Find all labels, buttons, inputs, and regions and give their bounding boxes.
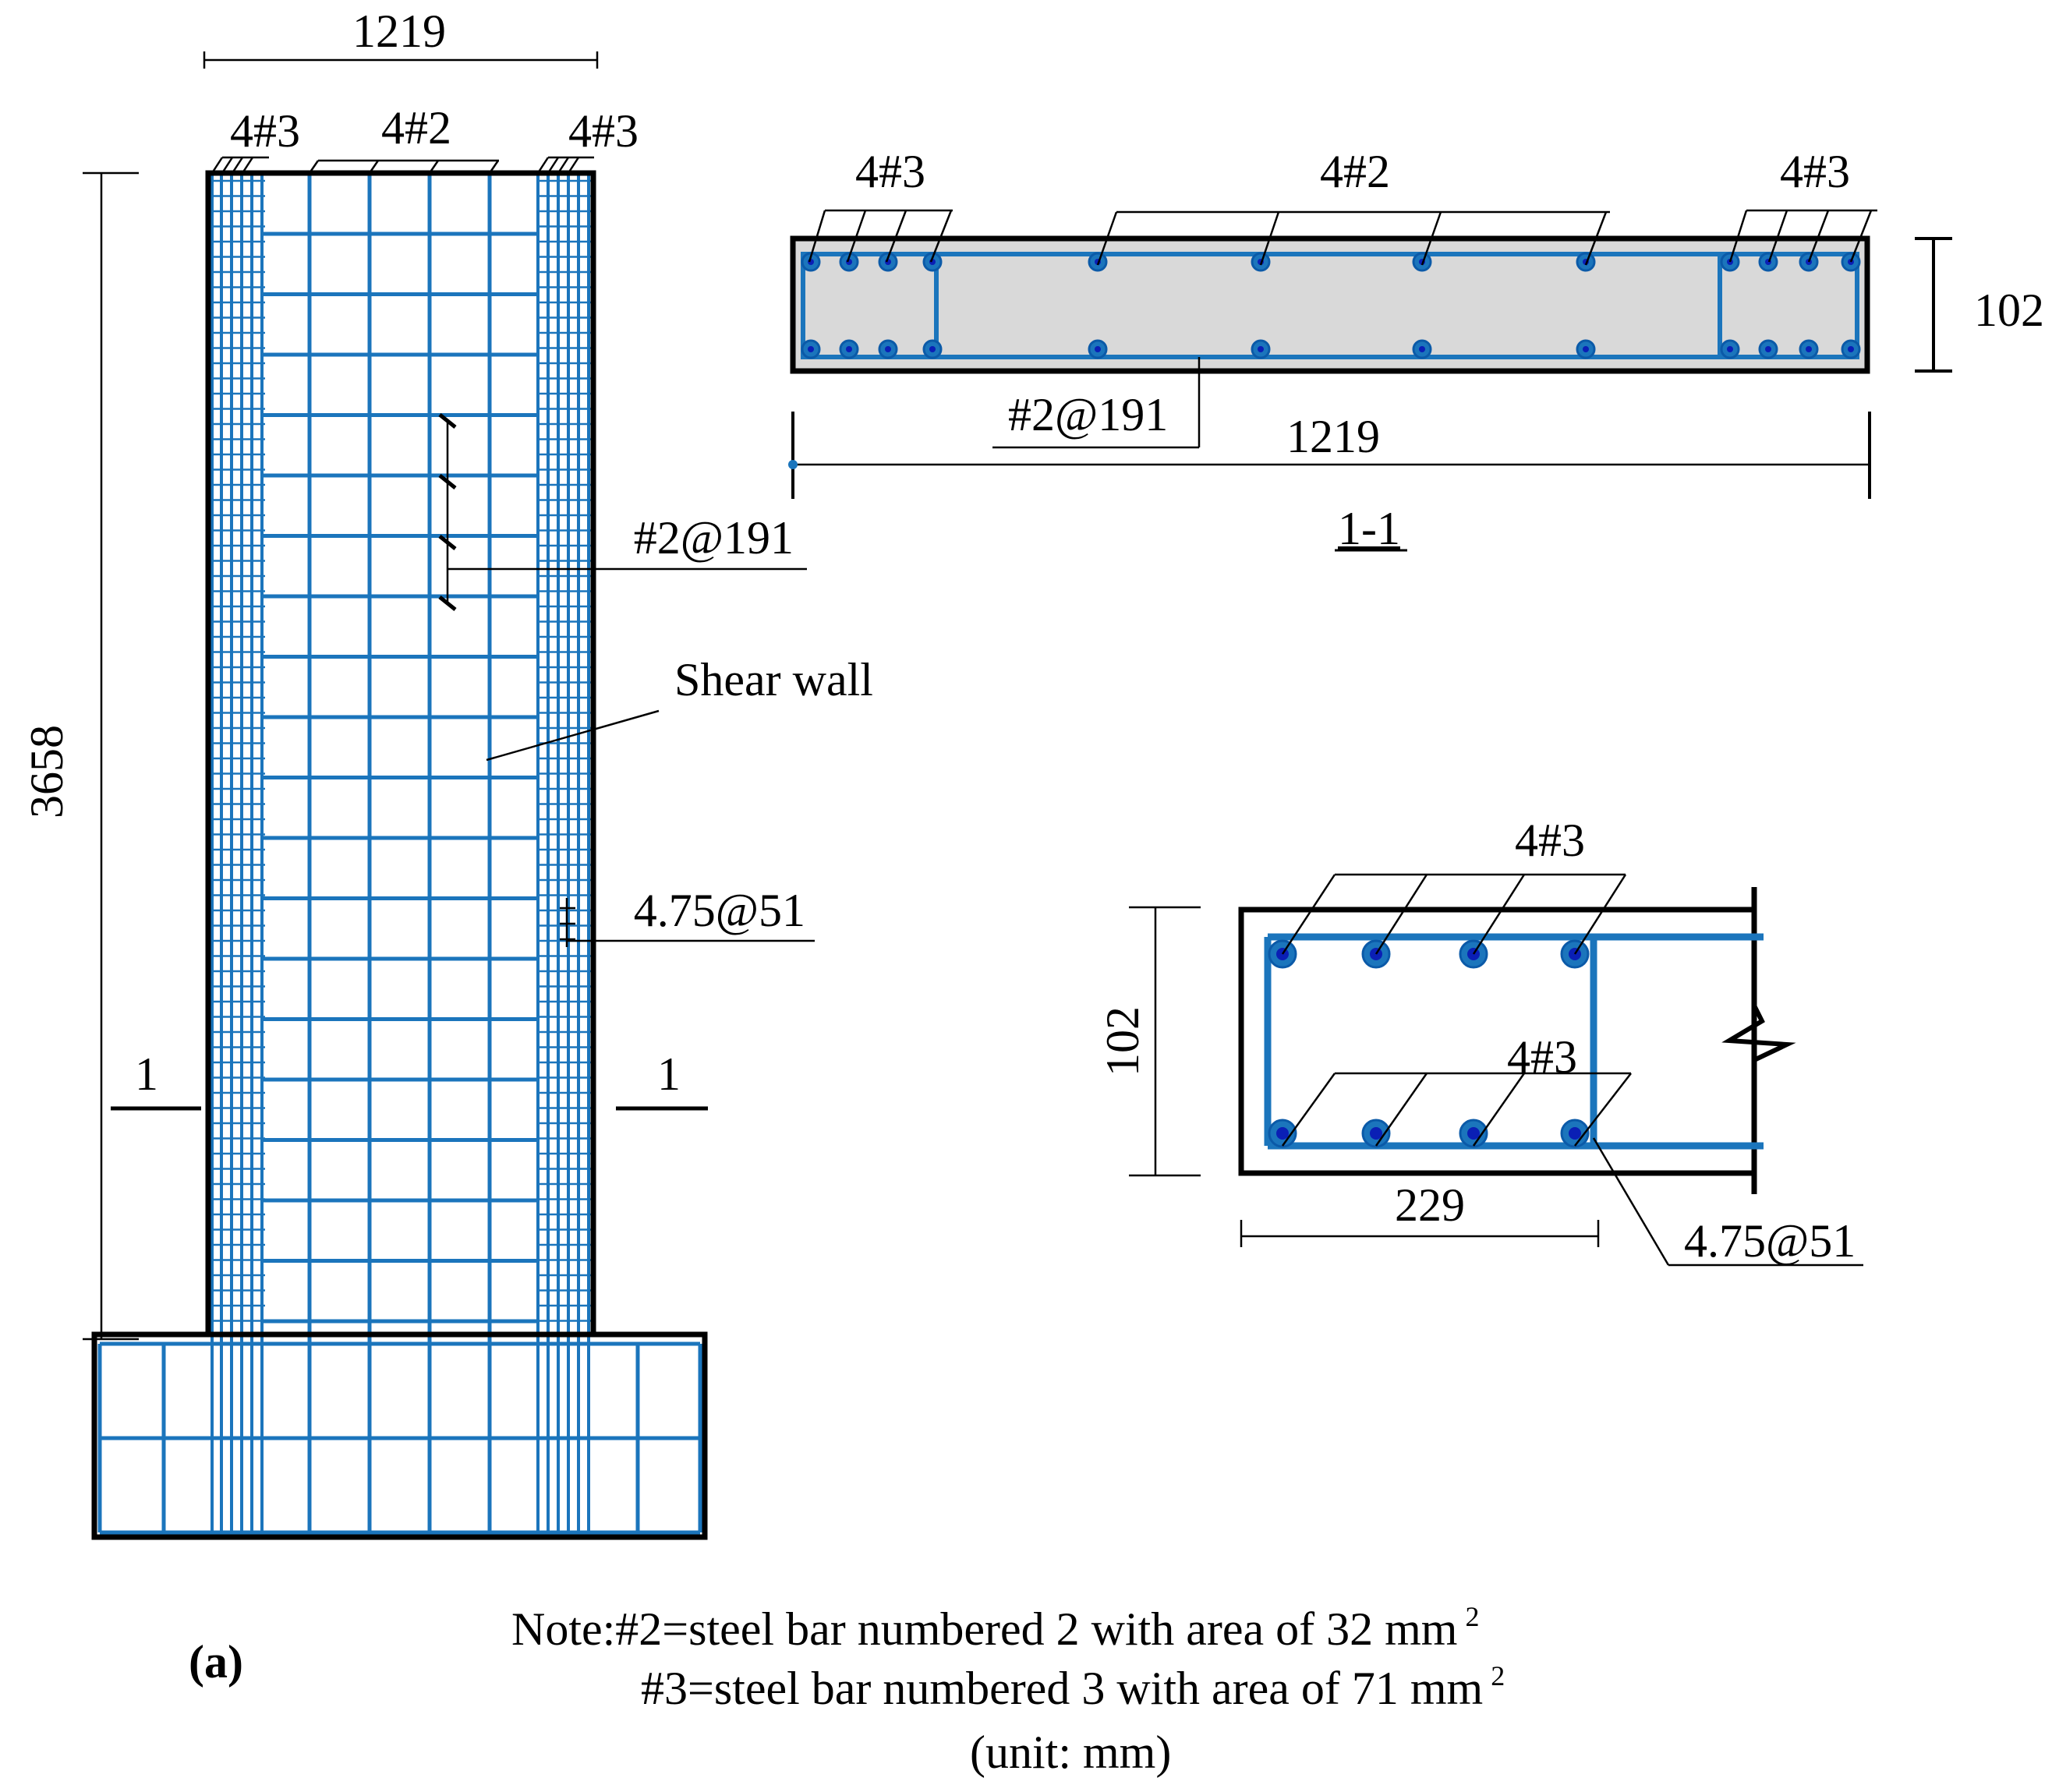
- elevation-right-bars-label: 4#3: [568, 105, 639, 157]
- section-width-dimension: 1219: [788, 411, 1871, 499]
- detail-callouts: 4#3 4#3 4.75@51: [1281, 815, 1863, 1267]
- detail-stirrup-label: 4.75@51: [1684, 1215, 1856, 1267]
- elevation-stirrup-callout: 4.75@51: [560, 885, 815, 947]
- detail-top-bars-label: 4#3: [1515, 815, 1585, 866]
- footing-rebar-grid: [97, 1341, 702, 1535]
- panel-label: (a): [189, 1636, 243, 1688]
- section-rebar-core: [929, 346, 936, 352]
- right-boundary-rebar: [536, 173, 590, 1539]
- boundary-stirrups: [208, 179, 593, 1322]
- detail-length-label: 229: [1395, 1179, 1465, 1231]
- detail-length-dimension: 229: [1240, 1179, 1600, 1247]
- note-line-3: (unit: mm): [970, 1727, 1171, 1778]
- elevation-view: 1219 3658 4#3 4#2: [21, 5, 873, 1540]
- section-rebar-core: [808, 346, 814, 352]
- section-rebar-core: [1419, 346, 1425, 352]
- elevation-top-callouts: 4#3 4#2 4#3: [211, 102, 639, 174]
- notes: Note:#2=steel bar numbered 2 with area o…: [511, 1601, 1505, 1778]
- section-rebar-core: [1258, 346, 1264, 352]
- web-rebar-callout: #2@191: [438, 413, 807, 611]
- section-cut-markers: 1 1: [111, 1048, 708, 1111]
- elevation-height-label: 3658: [21, 725, 73, 818]
- detail-rebar-core: [1467, 1127, 1480, 1140]
- footing-outline: [91, 1331, 708, 1540]
- detail-rebar-core: [1370, 1127, 1382, 1140]
- detail-rebar: [1264, 933, 1764, 1150]
- elevation-width-label: 1219: [352, 5, 446, 57]
- section-rebar-core: [885, 346, 891, 352]
- section-thickness-label: 102: [1974, 285, 2044, 336]
- section-bars: [801, 252, 1861, 359]
- web-vertical-rebar: [307, 173, 492, 1539]
- elevation-height-dimension: 3658: [21, 171, 139, 1341]
- detail-rebar-core: [1276, 1127, 1289, 1140]
- section-middle-bars-label: 4#2: [1320, 146, 1390, 197]
- wall-outline: [205, 170, 596, 1338]
- note-line-1: Note:#2=steel bar numbered 2 with area o…: [511, 1601, 1479, 1655]
- detail-rebar-core: [1569, 1127, 1581, 1140]
- section-rebar-core: [1583, 346, 1589, 352]
- left-boundary-rebar: [211, 173, 264, 1539]
- shear-wall-callout: Shear wall: [486, 654, 873, 762]
- detail-bottom-bars-label: 4#3: [1507, 1031, 1577, 1083]
- elevation-width-dimension: 1219: [203, 5, 599, 69]
- section-rebar-core: [1095, 346, 1101, 352]
- elevation-middle-bars-label: 4#2: [381, 102, 451, 154]
- section-1-1-view: 4#3 4#2 4#3 #2@191 102: [788, 146, 2044, 554]
- section-concrete: [790, 235, 1870, 374]
- section-web-rebar-label: #2@191: [1008, 389, 1168, 440]
- web-rebar-label: #2@191: [634, 512, 794, 564]
- elevation-left-bars-label: 4#3: [230, 105, 300, 157]
- shear-wall-label: Shear wall: [674, 654, 873, 705]
- section-mark-right: 1: [657, 1048, 681, 1100]
- section-mark-left: 1: [135, 1048, 158, 1100]
- boundary-detail-view: 4#3 4#3 4.75@51 102 229: [1097, 815, 1863, 1267]
- section-rebar-core: [1848, 346, 1854, 352]
- detail-outline: [1238, 907, 1754, 1176]
- section-rebar-core: [1727, 346, 1733, 352]
- section-callouts: 4#3 4#2 4#3 #2@191: [808, 146, 1877, 449]
- web-horizontal-rebar: [262, 232, 538, 1324]
- elevation-stirrup-label: 4.75@51: [634, 885, 805, 936]
- section-width-label: 1219: [1286, 411, 1380, 462]
- section-rebar-core: [846, 346, 852, 352]
- section-right-bars-label: 4#3: [1780, 146, 1850, 197]
- section-rebar-core: [1765, 346, 1771, 352]
- section-thickness-dimension: 102: [1915, 237, 2044, 373]
- detail-thickness-dimension: 102: [1097, 906, 1201, 1177]
- note-line-2: #3=steel bar numbered 3 with area of 71 …: [641, 1660, 1505, 1714]
- section-rebar-core: [1806, 346, 1812, 352]
- section-web-ties: [801, 252, 1859, 359]
- section-left-bars-label: 4#3: [855, 146, 925, 197]
- section-title: 1-1: [1338, 503, 1400, 554]
- detail-thickness-label: 102: [1097, 1006, 1148, 1076]
